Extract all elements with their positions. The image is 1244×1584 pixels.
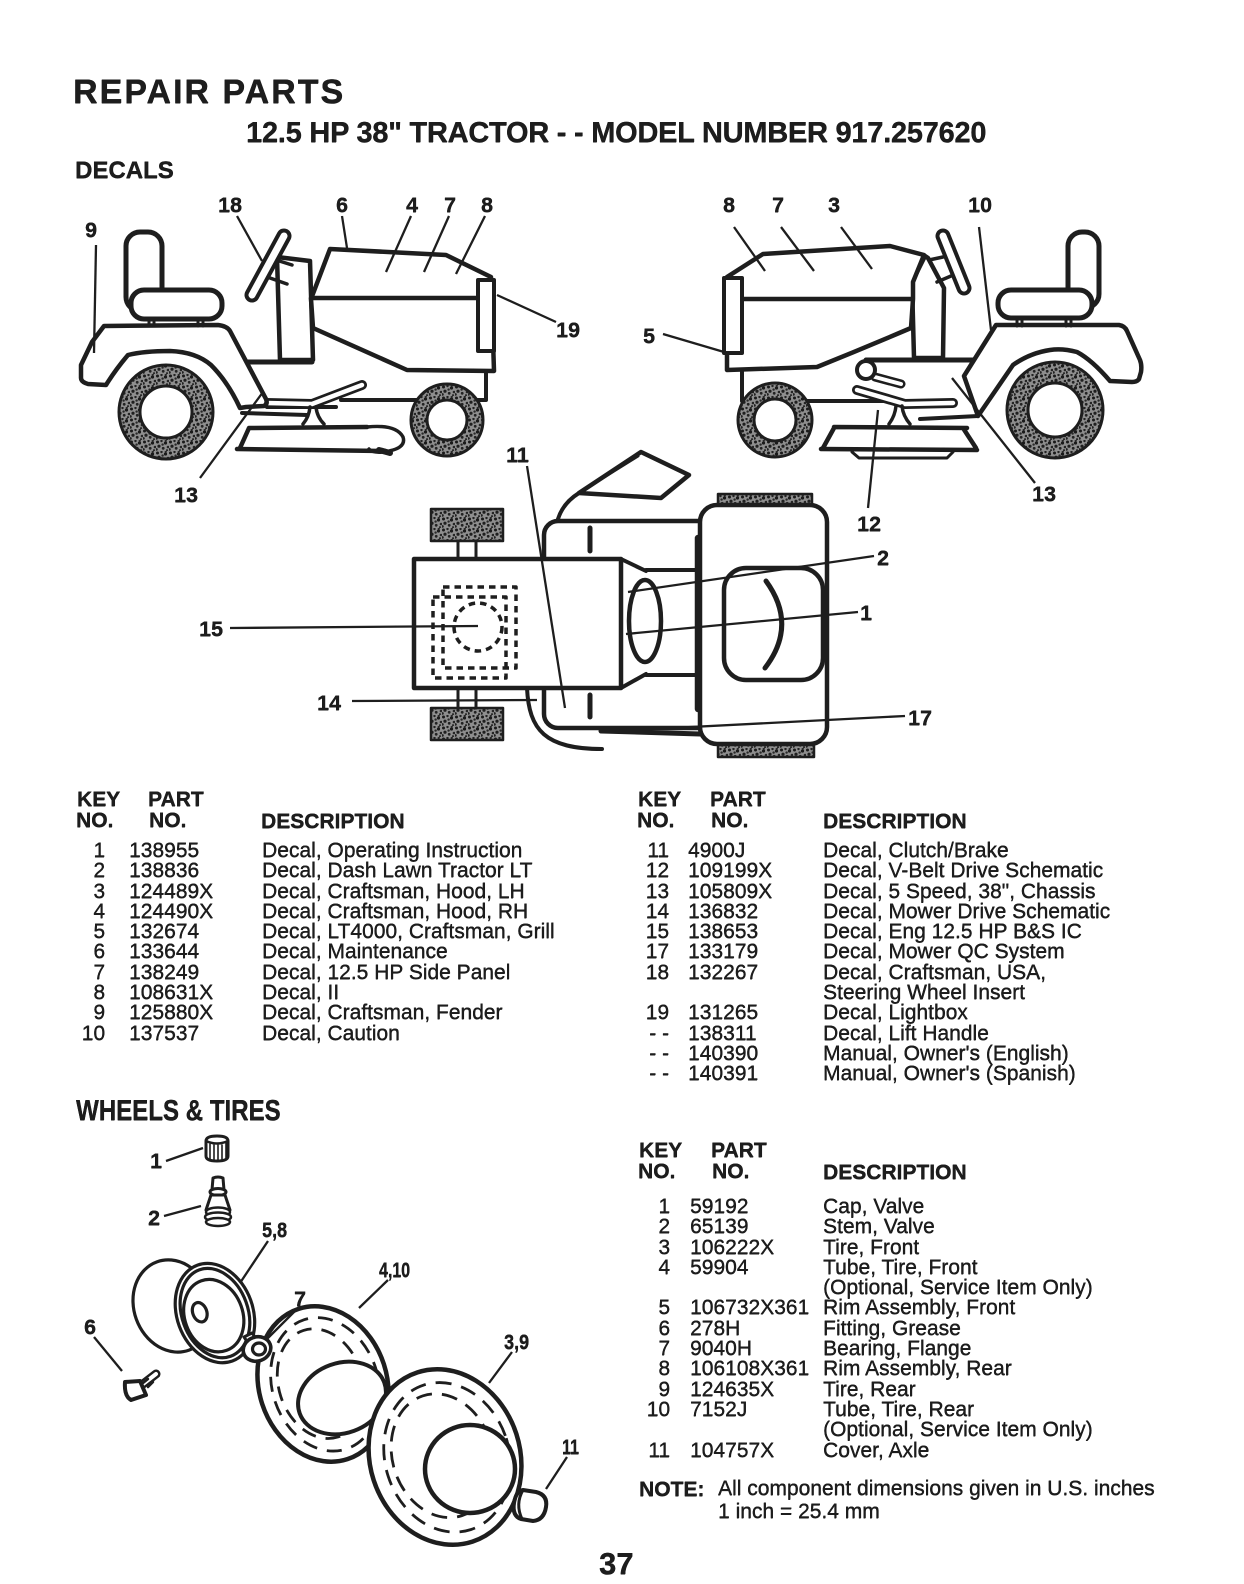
svg-text:7: 7 — [772, 193, 784, 217]
svg-text:3,9: 3,9 — [504, 1330, 529, 1354]
svg-text:1: 1 — [860, 601, 872, 625]
svg-text:8: 8 — [481, 193, 493, 217]
svg-text:11: 11 — [562, 1435, 579, 1459]
svg-text:4: 4 — [406, 193, 418, 217]
svg-text:19: 19 — [556, 318, 580, 342]
svg-text:10: 10 — [968, 193, 992, 217]
svg-text:6: 6 — [84, 1315, 96, 1339]
svg-text:15: 15 — [199, 617, 223, 641]
svg-text:3: 3 — [828, 193, 840, 217]
svg-text:2: 2 — [148, 1206, 160, 1230]
svg-text:9: 9 — [85, 218, 97, 242]
svg-text:2: 2 — [877, 546, 889, 570]
svg-text:17: 17 — [908, 706, 932, 730]
svg-text:18: 18 — [218, 193, 242, 217]
svg-text:5,8: 5,8 — [262, 1218, 287, 1242]
svg-text:11: 11 — [506, 443, 529, 467]
svg-text:12: 12 — [857, 512, 881, 536]
svg-text:7: 7 — [444, 193, 456, 217]
svg-text:7: 7 — [294, 1287, 306, 1311]
svg-text:6: 6 — [336, 193, 348, 217]
svg-text:14: 14 — [317, 691, 341, 715]
svg-text:4,10: 4,10 — [379, 1258, 410, 1282]
svg-text:13: 13 — [1032, 482, 1056, 506]
svg-text:1: 1 — [150, 1149, 162, 1173]
svg-text:8: 8 — [723, 193, 735, 217]
svg-text:13: 13 — [174, 483, 198, 507]
svg-text:5: 5 — [643, 324, 655, 348]
